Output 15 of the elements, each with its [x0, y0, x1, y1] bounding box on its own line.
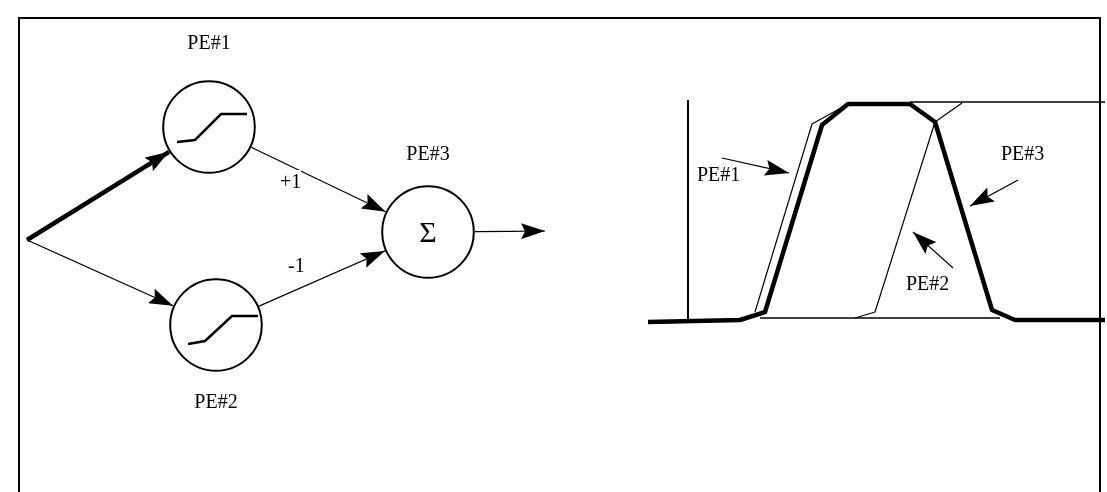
arrow [474, 223, 546, 240]
curve-label: PE#1 [697, 163, 741, 185]
node-label: PE#2 [194, 389, 238, 413]
arrow [258, 250, 386, 307]
sigma-symbol: Σ [418, 215, 438, 249]
curve-label: PE#2 [906, 272, 950, 294]
node-label: PE#3 [406, 141, 450, 165]
arrow [25, 149, 171, 242]
node-label: PE#1 [187, 30, 231, 54]
leader-arrow [912, 231, 954, 269]
leader-arrow [721, 157, 790, 176]
arrow [26, 239, 174, 307]
curve-label: PE#3 [1001, 142, 1045, 164]
arrow [250, 146, 387, 213]
leader-arrow [969, 179, 1019, 207]
